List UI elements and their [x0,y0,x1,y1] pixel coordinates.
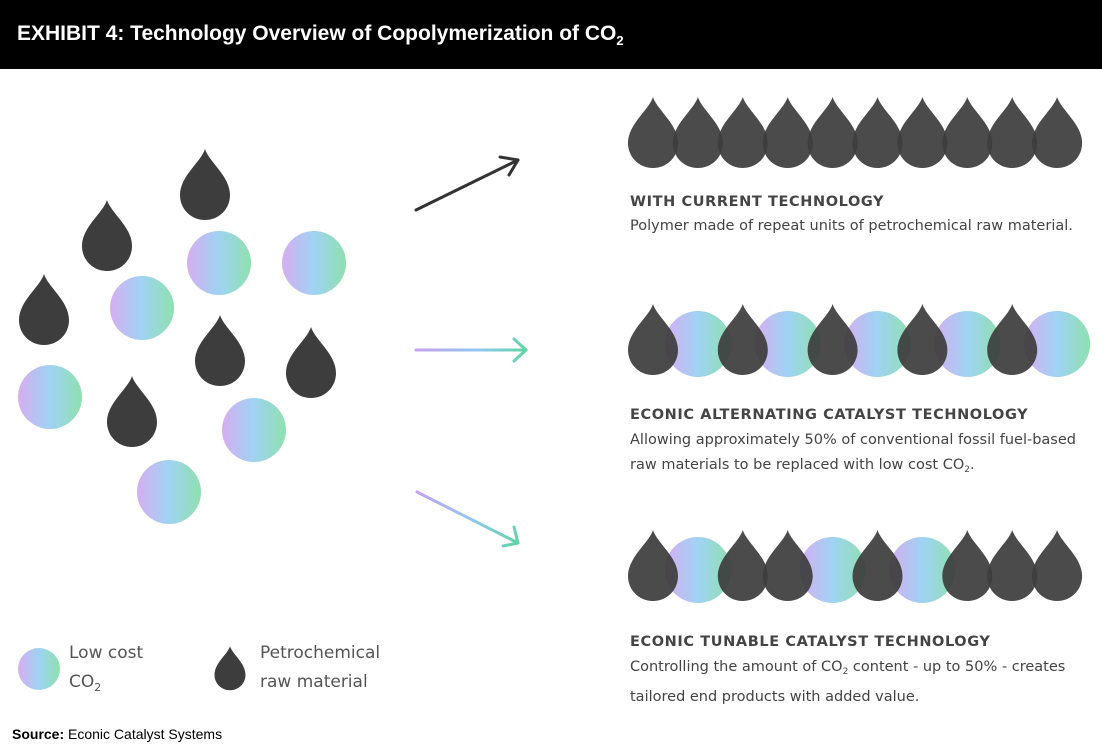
petrochemical-drop-icon [717,530,768,601]
scattered-materials [18,149,346,524]
petrochemical-drop-icon [762,97,813,168]
co2-molecule-icon [844,311,911,377]
petrochemical-drop-icon [1032,530,1083,601]
petrochemical-drop-icon [717,304,768,375]
co2-molecule-icon [110,276,174,340]
petrochemical-drop-icon [987,97,1038,168]
co2-molecule-icon [754,311,821,377]
legend-co2-label: Low cost CO2 [69,643,144,694]
petrochemical-drop-icon [807,97,858,168]
co2-molecule-icon [137,460,201,524]
co2-molecule-icon [222,398,286,462]
petrochemical-drop-icon [628,530,678,601]
petrochemical-drop-icon [717,97,768,168]
co2-molecule-icon [934,311,1001,377]
petrochemical-drop-icon [628,304,678,375]
legend-petrochemical-label: Petrochemical raw material [260,643,381,692]
co2-molecule-icon [187,231,251,295]
legend-drop-icon [214,646,246,691]
petrochemical-drop-icon [286,327,336,398]
co2-molecule-icon [799,537,866,603]
petrochemical-drop-icon [672,97,723,168]
co2-molecule-icon [282,231,346,295]
co2-molecule-icon [664,537,731,603]
exhibit-title: EXHIBIT 4: Technology Overview of Copoly… [17,22,624,48]
petrochemical-drop-icon [19,274,69,345]
petrochemical-drop-icon [942,97,993,168]
petrochemical-drop-icon [107,376,157,447]
petrochemical-drop-icon [942,530,993,601]
co2-molecule-icon [18,365,82,429]
tunable-technology-description: Controlling the amount of CO2 content - … [630,659,1066,705]
current-technology-heading: WITH CURRENT TECHNOLOGY [630,194,885,210]
petrochemical-drop-icon [897,97,948,168]
petrochemical-drop-icon [807,304,858,375]
petrochemical-drop-icon [195,315,245,386]
alternating-technology-heading: ECONIC ALTERNATING CATALYST TECHNOLOGY [630,407,1029,423]
petrochemical-drop-icon [852,97,903,168]
petrochemical-drop-icon [897,304,948,375]
petrochemical-drop-icon [82,200,132,271]
arrow-icon [414,155,520,212]
arrow-icon [415,490,520,548]
petrochemical-drop-icon [987,530,1038,601]
source-note: Source: Econic Catalyst Systems [12,726,223,742]
current-technology-description: Polymer made of repeat units of petroche… [630,218,1073,234]
petrochemical-drop-icon [1032,97,1083,168]
chain-current-technology [628,97,1083,168]
chain-tunable-technology [628,530,1083,603]
petrochemical-drop-icon [628,97,678,168]
petrochemical-drop-icon [762,530,813,601]
petrochemical-drop-icon [180,149,230,220]
arrow-icon [414,337,528,363]
legend-co2-icon [18,648,60,690]
co2-molecule-icon [1024,311,1091,377]
alternating-technology-description: Allowing approximately 50% of convention… [630,432,1076,475]
co2-molecule-icon [889,537,956,603]
petrochemical-drop-icon [987,304,1038,375]
co2-molecule-icon [664,311,731,377]
petrochemical-drop-icon [852,530,903,601]
tunable-technology-heading: ECONIC TUNABLE CATALYST TECHNOLOGY [630,634,991,650]
exhibit-header: EXHIBIT 4: Technology Overview of Copoly… [0,0,1102,69]
chain-alternating-technology [628,304,1091,377]
